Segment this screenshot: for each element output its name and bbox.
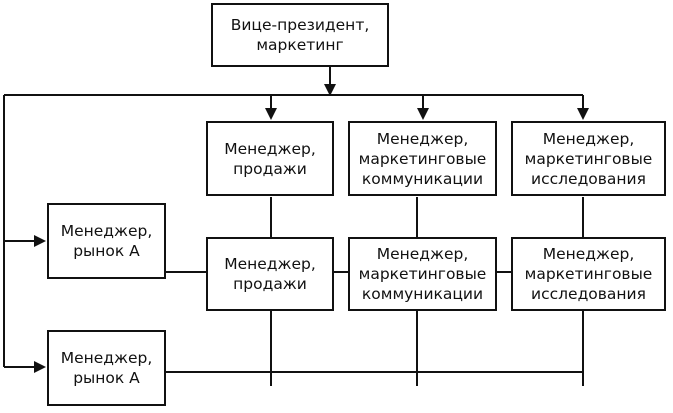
comms-manager-box: Менеджер, маркетинговые коммуникации (348, 121, 497, 196)
research-manager-label: Менеджер, маркетинговые исследования (524, 129, 653, 188)
market-a-manager-2-box: Менеджер, рынок А (47, 330, 166, 406)
market-a-manager-label: Менеджер, рынок А (60, 222, 153, 260)
sales-manager-label: Менеджер, продажи (224, 139, 316, 178)
vp-arrow-icon (324, 84, 336, 96)
arrow-down-icon (577, 108, 589, 120)
comms-manager-label: Менеджер, маркетинговые коммуникации (358, 129, 487, 188)
arrow-down-icon (417, 108, 429, 120)
market-a-manager-box: Менеджер, рынок А (47, 203, 166, 279)
market-sales-manager-box: Менеджер, продажи (206, 237, 334, 311)
market-sales-manager-label: Менеджер, продажи (224, 255, 316, 293)
arrow-down-icon (265, 108, 277, 120)
sales-manager-box: Менеджер, продажи (206, 121, 334, 196)
market-comms-manager-box: Менеджер, маркетинговые коммуникации (348, 237, 497, 311)
market-research-manager-box: Менеджер, маркетинговые исследования (511, 237, 666, 311)
arrow-right-icon (34, 235, 46, 247)
market-a-manager-2-label: Менеджер, рынок А (60, 349, 153, 387)
vp-marketing-box: Вице-президент, маркетинг (211, 3, 389, 67)
arrow-right-icon (34, 361, 46, 373)
research-manager-box: Менеджер, маркетинговые исследования (511, 121, 666, 196)
vp-marketing-label: Вице-президент, маркетинг (230, 16, 370, 54)
market-research-manager-label: Менеджер, маркетинговые исследования (524, 245, 653, 303)
market-comms-manager-label: Менеджер, маркетинговые коммуникации (358, 245, 487, 303)
